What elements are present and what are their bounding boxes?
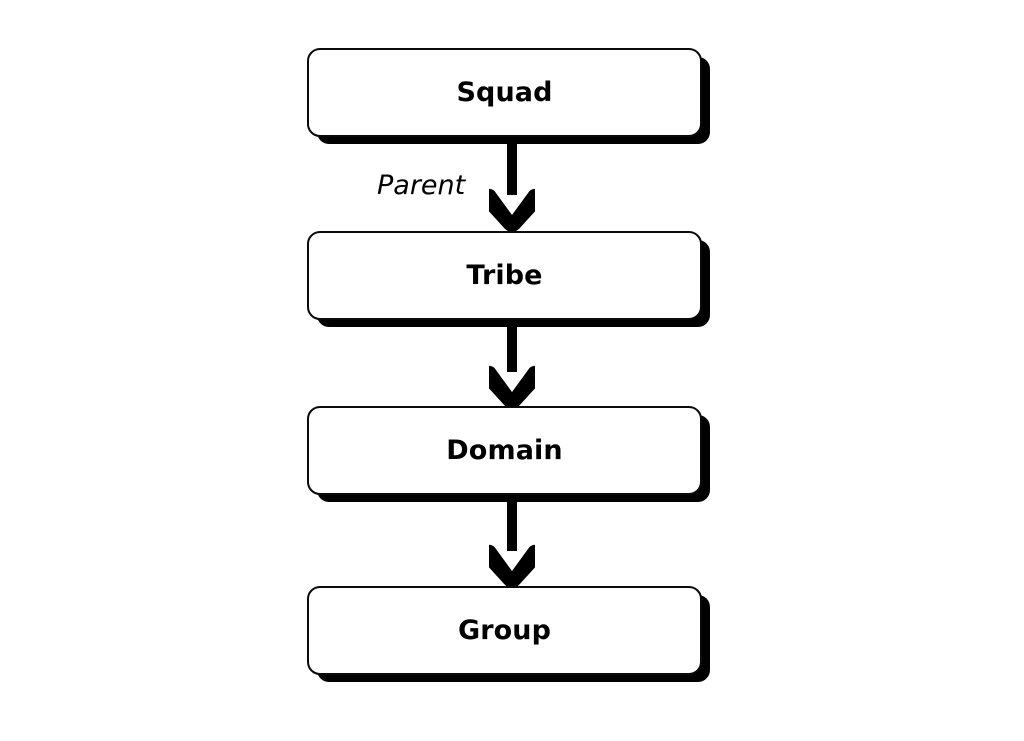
edge-label-parent: Parent bbox=[377, 170, 466, 201]
edge-domain-to-group bbox=[489, 491, 535, 588]
down-arrow-icon bbox=[489, 316, 535, 408]
node-domain[interactable]: Domain bbox=[307, 406, 702, 495]
node-tribe-label: Tribe bbox=[466, 260, 543, 291]
node-domain-label: Domain bbox=[446, 435, 563, 466]
down-arrow-icon bbox=[489, 491, 535, 588]
node-squad[interactable]: Squad bbox=[307, 48, 702, 137]
down-arrow-icon bbox=[489, 133, 535, 232]
node-tribe[interactable]: Tribe bbox=[307, 231, 702, 320]
node-group-label: Group bbox=[457, 615, 552, 646]
edge-tribe-to-domain bbox=[489, 316, 535, 408]
node-squad-label: Squad bbox=[456, 77, 553, 108]
edge-squad-to-tribe bbox=[489, 133, 535, 233]
node-group[interactable]: Group bbox=[307, 586, 702, 675]
